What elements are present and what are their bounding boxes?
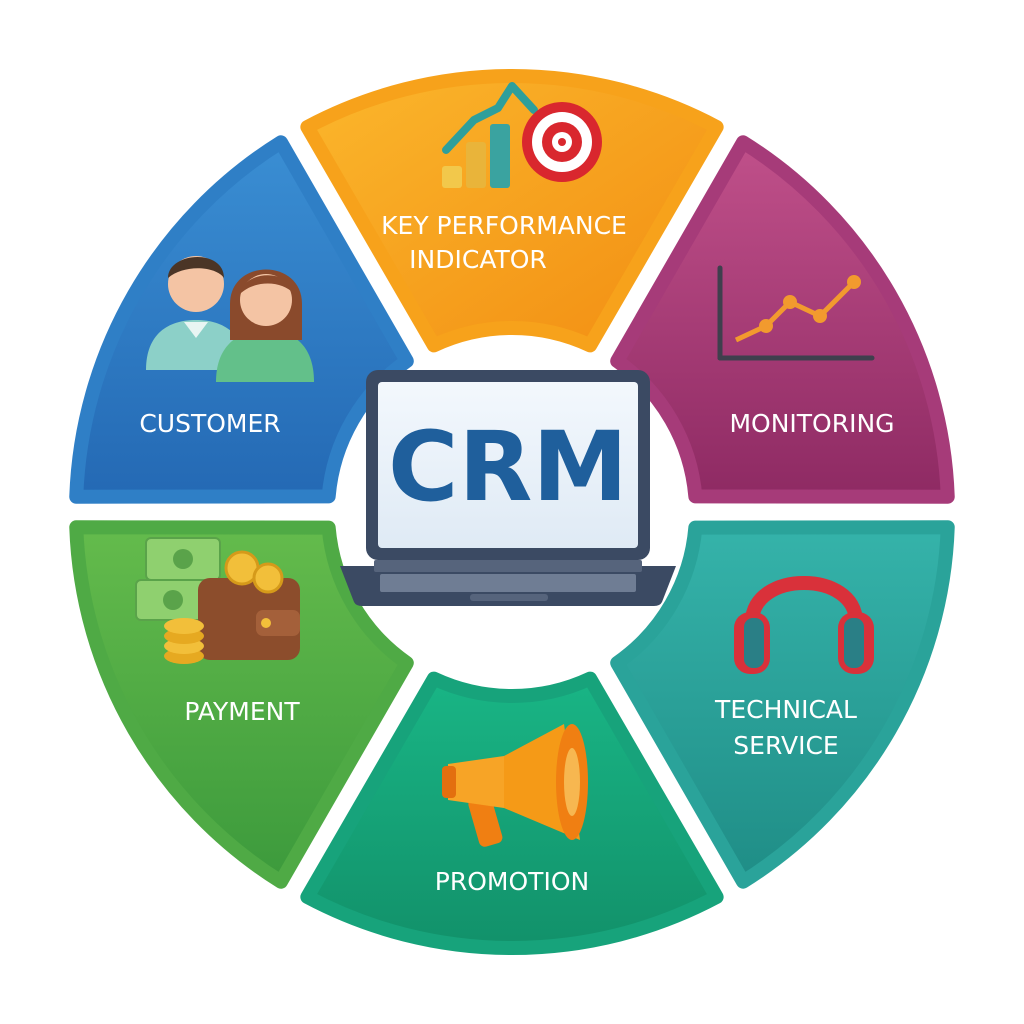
line-chart-icon [717,265,875,361]
svg-text:KEY PERFORMANCE: KEY PERFORMANCE [381,211,627,240]
wallet-icon [135,537,300,664]
customers-icon [146,256,314,382]
center-label: CRM [388,411,628,523]
segment-promotion [300,671,724,955]
svg-text:SERVICE: SERVICE [733,731,838,760]
segment-label-payment: PAYMENT [184,697,300,726]
segment-label-kpi: KEY PERFORMANCE INDICATOR [381,211,627,274]
kpi-target-icon [442,82,602,188]
segment-label-monitoring: MONITORING [729,409,894,438]
segment-label-promotion: PROMOTION [435,867,589,896]
segment-kpi [300,69,724,353]
segment-monitoring [610,135,955,504]
segment-label-technical-service: TECHNICAL SERVICE [714,695,857,760]
svg-text:TECHNICAL: TECHNICAL [714,695,857,724]
laptop-icon [340,370,676,606]
segment-label-customer: CUSTOMER [139,409,280,438]
megaphone-icon [442,724,588,847]
svg-text:INDICATOR: INDICATOR [409,245,547,274]
headphones-icon [734,576,874,674]
